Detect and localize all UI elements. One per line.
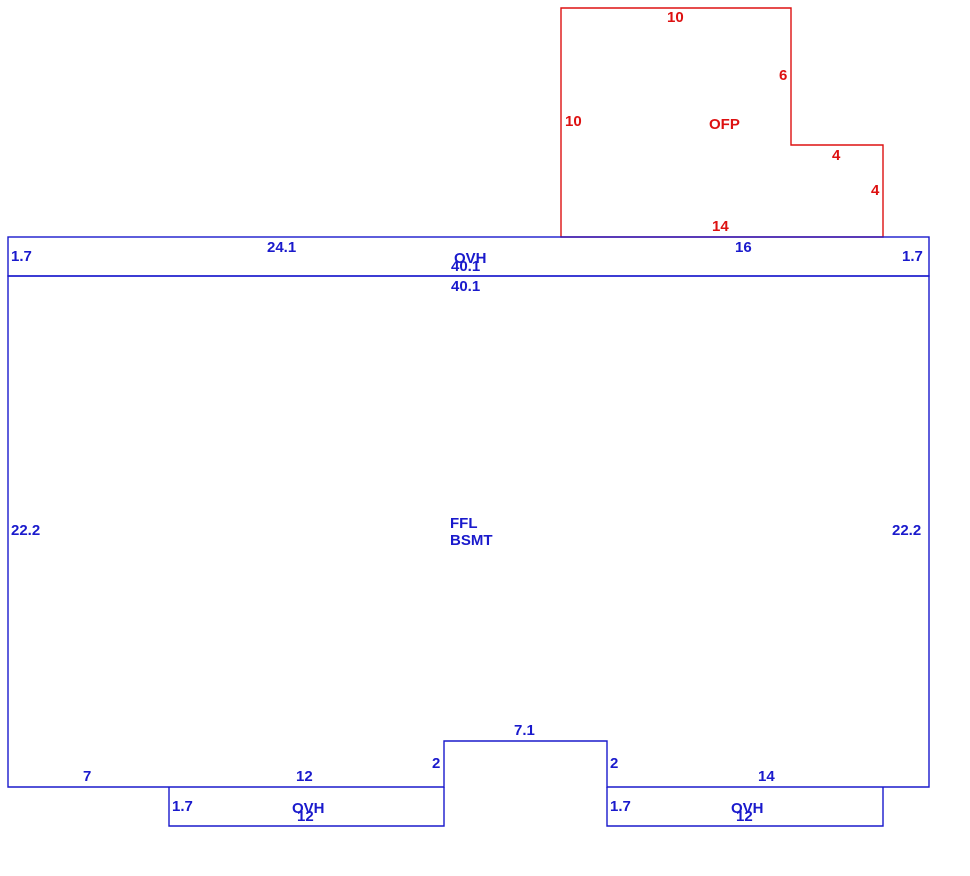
porch-right-upper-dim: 6 [779, 67, 787, 84]
porch-bottom-dim: 14 [712, 218, 729, 235]
notch-top-dim: 7.1 [514, 722, 535, 739]
main-floor-outline [7, 275, 930, 788]
main-left-dim: 22.2 [11, 522, 40, 539]
ovh-bl-area-label: OVH [292, 800, 325, 817]
porch-step-dim: 4 [832, 147, 841, 164]
porch-right-lower-dim: 4 [871, 182, 880, 199]
main-top-dim: 40.1 [451, 278, 480, 295]
bottom-right-overhang-outline [606, 787, 884, 827]
main-bottom-left-long-dim: 12 [296, 768, 313, 785]
notch-right-dim: 2 [610, 755, 618, 772]
porch-top-dim: 10 [667, 9, 684, 26]
ovh-bl-side-dim: 1.7 [172, 798, 193, 815]
ovh-top-left-seg-dim: 24.1 [267, 239, 296, 256]
ovh-bl-bottom-dim: 12 [297, 808, 314, 825]
main-bottom-right-dim: 14 [758, 768, 775, 785]
main-bottom-left-short-dim: 7 [83, 768, 91, 785]
ovh-top-right-side-dim: 1.7 [902, 248, 923, 265]
porch-left-dim: 10 [565, 113, 582, 130]
ovh-top-area-label: OVH [454, 250, 487, 267]
ovh-top-right-seg-dim: 16 [735, 239, 752, 256]
ovh-top-bottom-dim: 40.1 [451, 258, 480, 275]
porch-area-label: OFP [709, 116, 740, 133]
main-area-label-line2: BSMT [450, 532, 493, 549]
bottom-left-overhang-outline [168, 787, 445, 827]
ovh-br-bottom-dim: 12 [736, 808, 753, 825]
notch-left-dim: 2 [432, 755, 440, 772]
ovh-br-area-label: OVH [731, 800, 764, 817]
ovh-br-side-dim: 1.7 [610, 798, 631, 815]
ovh-top-left-side-dim: 1.7 [11, 248, 32, 265]
main-right-dim: 22.2 [892, 522, 921, 539]
main-area-label-line1: FFL [450, 515, 478, 532]
